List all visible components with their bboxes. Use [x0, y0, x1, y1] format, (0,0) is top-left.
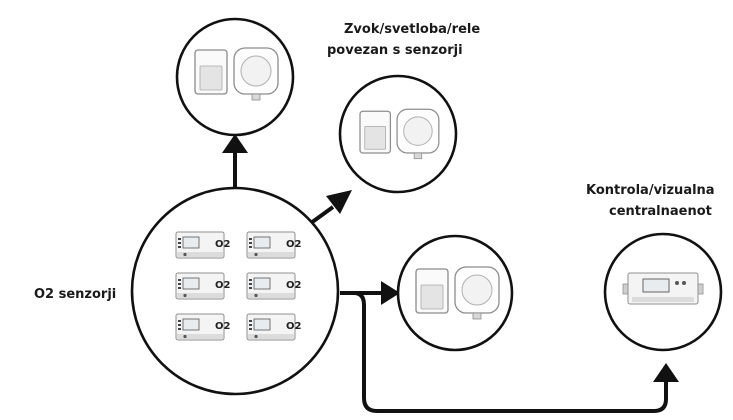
control-unit-device — [622, 272, 704, 305]
label-control-unit-line2: centralnaenot — [609, 204, 712, 219]
o2-sensor-6: O2 — [246, 313, 302, 341]
o2-badge: O2 — [286, 321, 302, 332]
o2-badge: O2 — [215, 280, 231, 291]
o2-sensor-3: O2 — [175, 272, 231, 300]
label-sound-light-relay-line1: Zvok/svetloba/rele — [344, 22, 481, 37]
o2-sensor-5: O2 — [175, 313, 231, 341]
arrowhead-up — [222, 134, 248, 153]
sensors-circle — [130, 186, 340, 396]
o2-badge: O2 — [286, 239, 302, 250]
o2-badge: O2 — [215, 321, 231, 332]
arrowhead-elbow — [653, 363, 679, 382]
label-o2-sensors: O2 senzorji — [34, 287, 117, 302]
label-control-unit-line1: Kontrola/vizualna — [586, 183, 715, 198]
o2-sensor-grid: O2 O2 O2 O2 O2 O2 — [175, 231, 302, 341]
o2-badge: O2 — [215, 239, 231, 250]
arrow-line-elbow — [340, 291, 668, 413]
o2-sensor-2: O2 — [246, 231, 302, 259]
o2-sensor-4: O2 — [246, 272, 302, 300]
o2-sensor-1: O2 — [175, 231, 231, 259]
o2-badge: O2 — [286, 280, 302, 291]
label-sound-light-relay-line2: povezan s senzorji — [327, 43, 463, 58]
arrowhead-diagonal — [326, 190, 352, 214]
arrowhead-right — [381, 281, 400, 305]
